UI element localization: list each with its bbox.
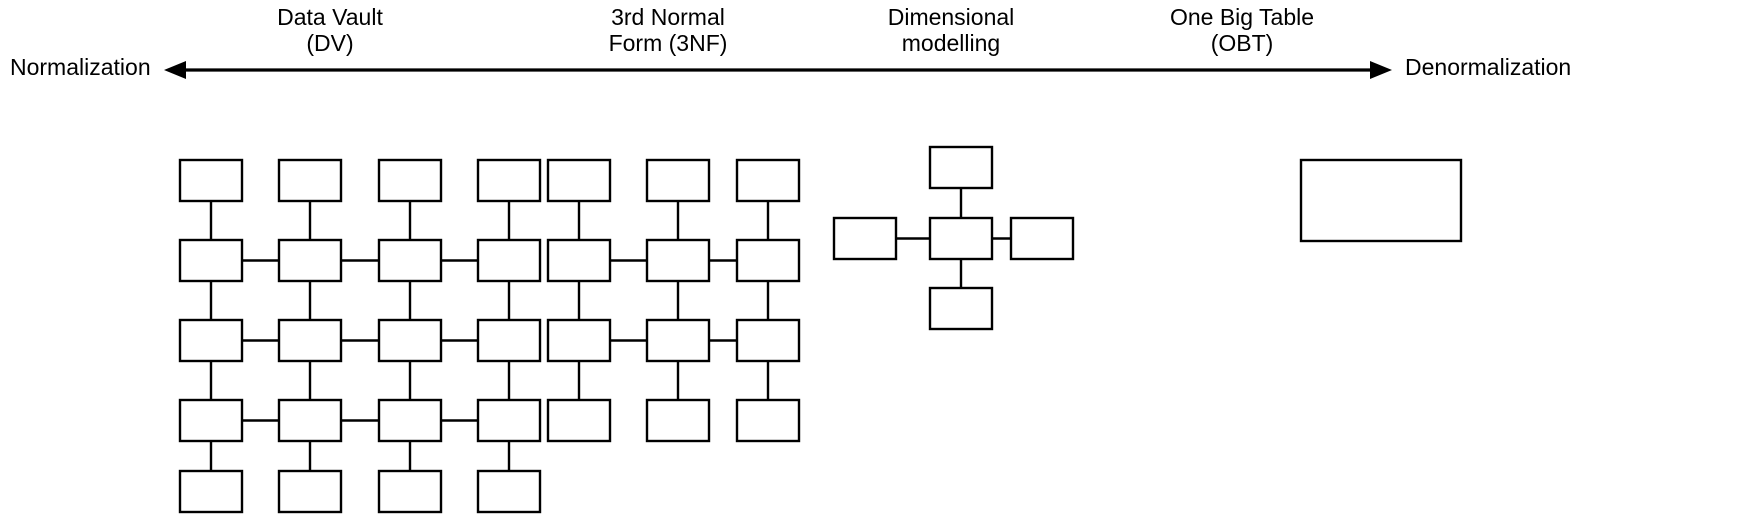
entity-box	[178, 469, 244, 514]
column-title-one-big-table: One Big Table (OBT)	[1112, 4, 1372, 56]
entity-box	[377, 318, 443, 363]
entity-box	[377, 469, 443, 514]
column-title-line1: One Big Table	[1169, 4, 1315, 30]
entity-box	[645, 238, 711, 283]
entity-box	[277, 238, 343, 283]
entity-box	[277, 318, 343, 363]
entity-box	[645, 398, 711, 443]
column-title-third-normal-form: 3rd Normal Form (3NF)	[538, 4, 798, 56]
dimension-box	[1009, 216, 1075, 261]
entity-box	[476, 398, 542, 443]
arrow-head-right-icon	[1370, 61, 1392, 79]
dimension-box	[928, 286, 994, 331]
graph-one-big-table	[1299, 158, 1463, 243]
entity-box	[546, 318, 612, 363]
entity-box	[476, 238, 542, 283]
axis-label-normalization: Normalization	[10, 54, 151, 80]
axis-label-denormalization: Denormalization	[1405, 54, 1572, 80]
entity-box	[377, 238, 443, 283]
entity-box	[277, 398, 343, 443]
entity-box	[377, 158, 443, 203]
fact-box	[928, 216, 994, 261]
graph-dimensional-modelling	[832, 145, 1075, 331]
entity-box	[476, 158, 542, 203]
column-title-line2: (DV)	[306, 30, 354, 56]
entity-box	[178, 318, 244, 363]
dimension-box	[928, 145, 994, 190]
column-title-line2: Form (3NF)	[608, 30, 728, 56]
column-title-line1: Data Vault	[277, 4, 383, 30]
entity-box	[178, 238, 244, 283]
spectrum-axis	[164, 61, 1392, 79]
entity-box	[735, 318, 801, 363]
entity-box	[546, 238, 612, 283]
entity-box	[178, 158, 244, 203]
column-title-line2: (OBT)	[1210, 30, 1274, 56]
entity-box	[546, 398, 612, 443]
column-title-line2: modelling	[901, 30, 1001, 56]
entity-box	[277, 469, 343, 514]
entity-box	[277, 158, 343, 203]
wide-table-box	[1299, 158, 1463, 243]
graph-data-vault	[178, 158, 542, 514]
entity-box	[546, 158, 612, 203]
column-title-line1: 3rd Normal	[611, 4, 725, 30]
column-title-dimensional-modelling: Dimensional modelling	[821, 4, 1081, 56]
entity-box	[377, 398, 443, 443]
entity-box	[645, 158, 711, 203]
column-title-data-vault: Data Vault (DV)	[200, 4, 460, 56]
dimension-box	[832, 216, 898, 261]
entity-box	[476, 318, 542, 363]
entity-box	[645, 318, 711, 363]
entity-box	[476, 469, 542, 514]
entity-box	[735, 238, 801, 283]
arrow-head-left-icon	[164, 61, 186, 79]
column-title-line1: Dimensional	[887, 4, 1015, 30]
graph-third-normal-form	[546, 158, 801, 443]
entity-box	[178, 398, 244, 443]
entity-box	[735, 158, 801, 203]
entity-box	[735, 398, 801, 443]
